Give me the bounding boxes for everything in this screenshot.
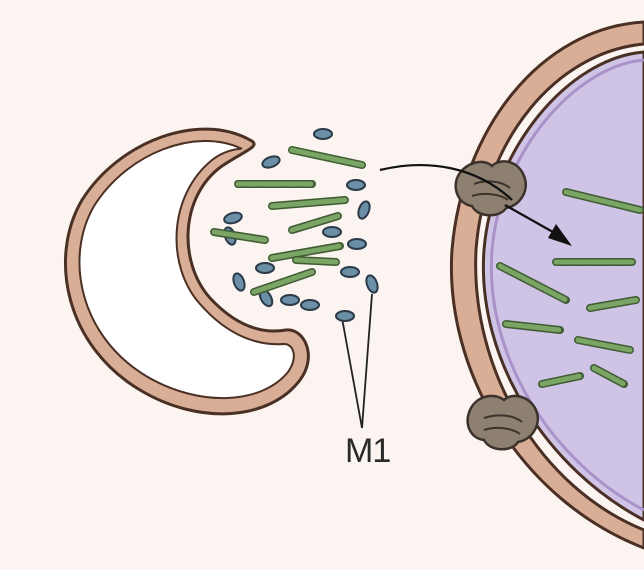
m1-protein xyxy=(356,200,372,220)
m1-protein xyxy=(347,180,365,190)
vrnp-rod xyxy=(272,200,345,206)
m1-protein xyxy=(323,227,341,237)
m1-protein xyxy=(301,300,319,310)
vrnp-rod xyxy=(254,272,312,292)
m1-protein xyxy=(348,239,366,249)
vrnp-rod xyxy=(292,150,362,165)
m1-protein xyxy=(261,154,281,170)
m1-protein xyxy=(256,263,274,273)
m1-protein xyxy=(231,272,247,292)
vrnp-rod xyxy=(296,260,336,262)
m1-protein xyxy=(336,311,354,321)
m1-protein xyxy=(364,274,380,294)
m1-protein xyxy=(341,267,359,277)
m1-protein xyxy=(223,211,243,225)
nucleus xyxy=(451,22,644,548)
vrnp-rod xyxy=(272,246,340,258)
m1-label: M1 xyxy=(345,432,390,471)
m1-protein xyxy=(314,129,332,139)
m1-protein xyxy=(281,295,299,305)
